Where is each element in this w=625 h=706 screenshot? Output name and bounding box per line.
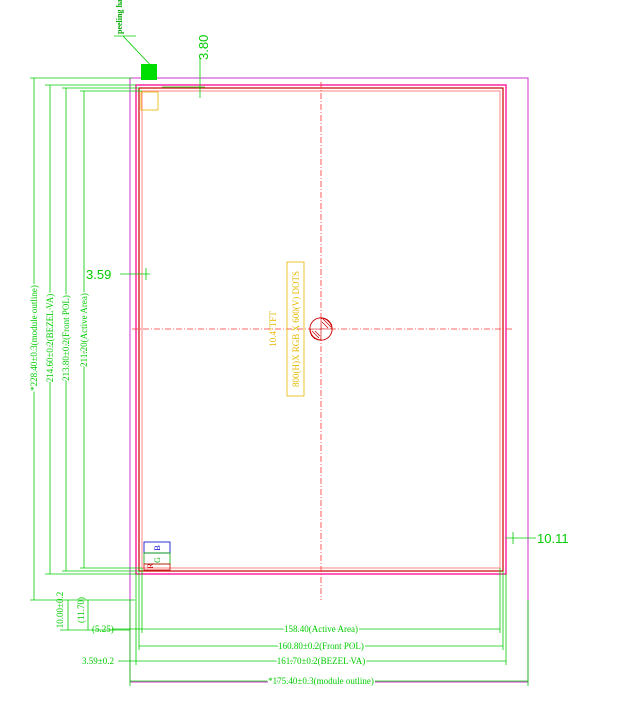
bezel-va-height-label: 214.60±0.2(BEZEL VA) — [45, 294, 55, 383]
center-mark-icon — [309, 317, 333, 341]
bottom-1170-label: (11.70) — [76, 597, 86, 623]
panel-resolution: 800(H)X RGB X 600(V) DOTS — [291, 271, 301, 387]
top-offset-label: 3.80 — [196, 35, 211, 60]
front-pol-width-label: 160.80±0.2(Front POL) — [278, 641, 364, 651]
handle-leader — [122, 35, 158, 73]
panel-size: 10.4"TFT — [268, 311, 278, 347]
right-offset-label: 10.11 — [537, 531, 569, 546]
peeling-handle-label: peeling handle — [115, 0, 124, 34]
handle-tab — [140, 91, 159, 111]
rgb-b-label: B — [153, 545, 162, 550]
panel-label-box — [286, 261, 305, 397]
bottom-359-label: 3.59±0.2 — [82, 656, 114, 666]
peeling-handle — [141, 64, 157, 80]
module-outline-height-label: *228.40±0.3(module outline) — [29, 285, 39, 391]
bottom-525-label: (5.25) — [92, 624, 114, 634]
rgb-g-label: G — [153, 557, 162, 563]
rgb-indicator: B G R — [143, 541, 171, 571]
active-area-width-label: 158.40(Active Area) — [284, 624, 358, 634]
left-offset-label: 3.59 — [86, 267, 111, 282]
front-pol-height-label: 213.80±0.2(Front POL) — [61, 295, 71, 381]
module-outline-width-label: *175.40±0.3(module outline) — [268, 676, 374, 686]
bottom-10-label: 10.00±0.2 — [55, 592, 65, 628]
active-area-height-label: 211.20(Active Area) — [79, 293, 89, 367]
rgb-r-label: R — [146, 563, 155, 569]
bezel-va-width-label: 161.70±0.2(BEZEL VA) — [277, 656, 366, 666]
module-outline — [129, 77, 529, 683]
